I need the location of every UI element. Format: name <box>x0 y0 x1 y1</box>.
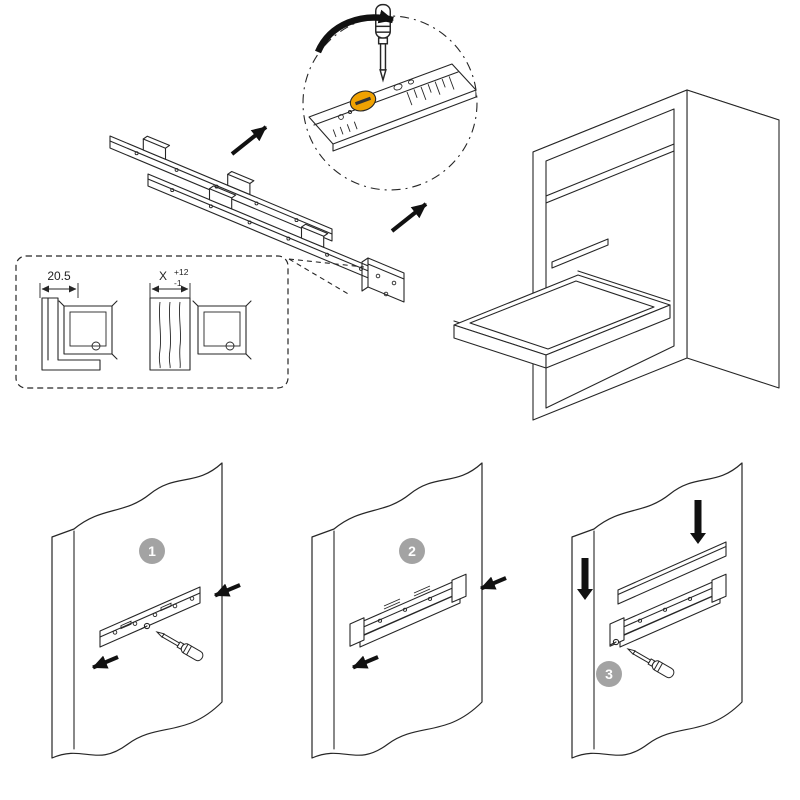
step-3-number: 3 <box>605 666 613 682</box>
runner-rail <box>349 573 467 647</box>
tolerance-upper-label: +12 <box>174 267 189 277</box>
cut-width-dimension: X +12 -1 <box>149 267 191 298</box>
drawer-frame <box>453 270 671 369</box>
cabinet-interior <box>546 143 674 269</box>
cam-slot <box>354 96 372 106</box>
detail-box-border <box>15 255 289 389</box>
press-arrow-icon <box>352 655 379 670</box>
step-2-badge: 2 <box>399 538 425 564</box>
bracket-width-dimension: 20.5 <box>39 269 79 298</box>
press-arrow-icon <box>214 583 241 598</box>
step-1-badge: 1 <box>139 538 165 564</box>
slide-assembly-illustration <box>109 125 428 303</box>
step-2-number: 2 <box>408 543 416 559</box>
dimension-detail-box: 20.5 X +12 -1 <box>15 255 289 389</box>
tolerance-lower-label: -1 <box>174 278 182 288</box>
step-3-panel: 3 <box>571 462 743 759</box>
screw-icon <box>140 622 151 630</box>
direction-arrow-icon <box>230 125 268 156</box>
press-arrow-icon <box>92 655 119 670</box>
runner-profile <box>192 300 252 360</box>
adjustment-scale <box>406 76 455 106</box>
step-1-number: 1 <box>148 543 156 559</box>
front-fixing-bracket <box>361 257 405 303</box>
screw-icon <box>609 638 620 646</box>
step-2-panel: 2 <box>311 462 507 759</box>
detail-leader-line <box>288 258 365 268</box>
wood-rail-profile <box>149 297 191 371</box>
rotation-arrow-icon <box>315 9 394 54</box>
press-arrow-icon <box>480 576 507 591</box>
direction-arrow-icon <box>390 202 428 233</box>
detail-circle <box>302 15 478 191</box>
step-1-panel: 1 <box>51 462 241 759</box>
adjustment-scale <box>332 121 358 138</box>
cabinet-side <box>686 89 780 389</box>
runner-rail <box>609 573 727 647</box>
bracket-width-label: 20.5 <box>47 269 71 283</box>
cabinet-illustration <box>453 89 780 421</box>
cabinet-side-panel <box>51 462 223 759</box>
frame-wood-rail <box>617 541 727 605</box>
detail-leader-line <box>288 258 351 296</box>
cut-width-label: X <box>159 269 167 283</box>
down-arrow-icon <box>577 558 593 600</box>
bracket-profile <box>41 297 118 371</box>
down-arrow-icon <box>690 500 706 544</box>
mounting-bracket <box>99 586 201 648</box>
adjustment-detail-view <box>302 3 478 191</box>
cabinet-front <box>532 89 688 421</box>
step-3-badge: 3 <box>596 661 622 687</box>
adjustment-cam <box>349 90 377 112</box>
